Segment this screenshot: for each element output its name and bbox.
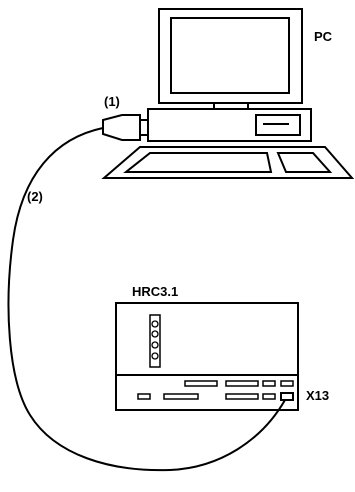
hrc-terminals-top	[184, 380, 294, 387]
hrc-led-panel	[149, 314, 161, 368]
hrc-led	[151, 341, 159, 349]
connector-plug	[139, 119, 149, 136]
hrc-terminals-bottom	[137, 393, 276, 400]
hrc-led	[151, 320, 159, 328]
connector-label: (1)	[104, 94, 120, 109]
pc-screen	[170, 17, 290, 94]
port-label: X13	[306, 388, 330, 403]
device-label: HRC3.1	[132, 284, 179, 299]
connector-body	[102, 114, 141, 141]
pc-computer	[101, 8, 355, 179]
pc-label: PC	[314, 29, 333, 44]
hrc-led	[151, 330, 159, 338]
pc-keyboard-num-keys	[276, 152, 333, 173]
pc-keyboard	[101, 146, 355, 179]
cable-label: (2)	[27, 189, 43, 204]
pc-monitor	[158, 8, 303, 104]
hrc-led	[151, 352, 159, 360]
pc-drive-bay	[255, 114, 301, 136]
hrc-housing	[115, 302, 299, 411]
serial-cable	[7, 127, 286, 472]
pc-keyboard-main-keys	[123, 152, 273, 173]
serial-connector	[102, 114, 149, 141]
hrc-device	[115, 302, 299, 411]
x13-port	[280, 392, 294, 401]
